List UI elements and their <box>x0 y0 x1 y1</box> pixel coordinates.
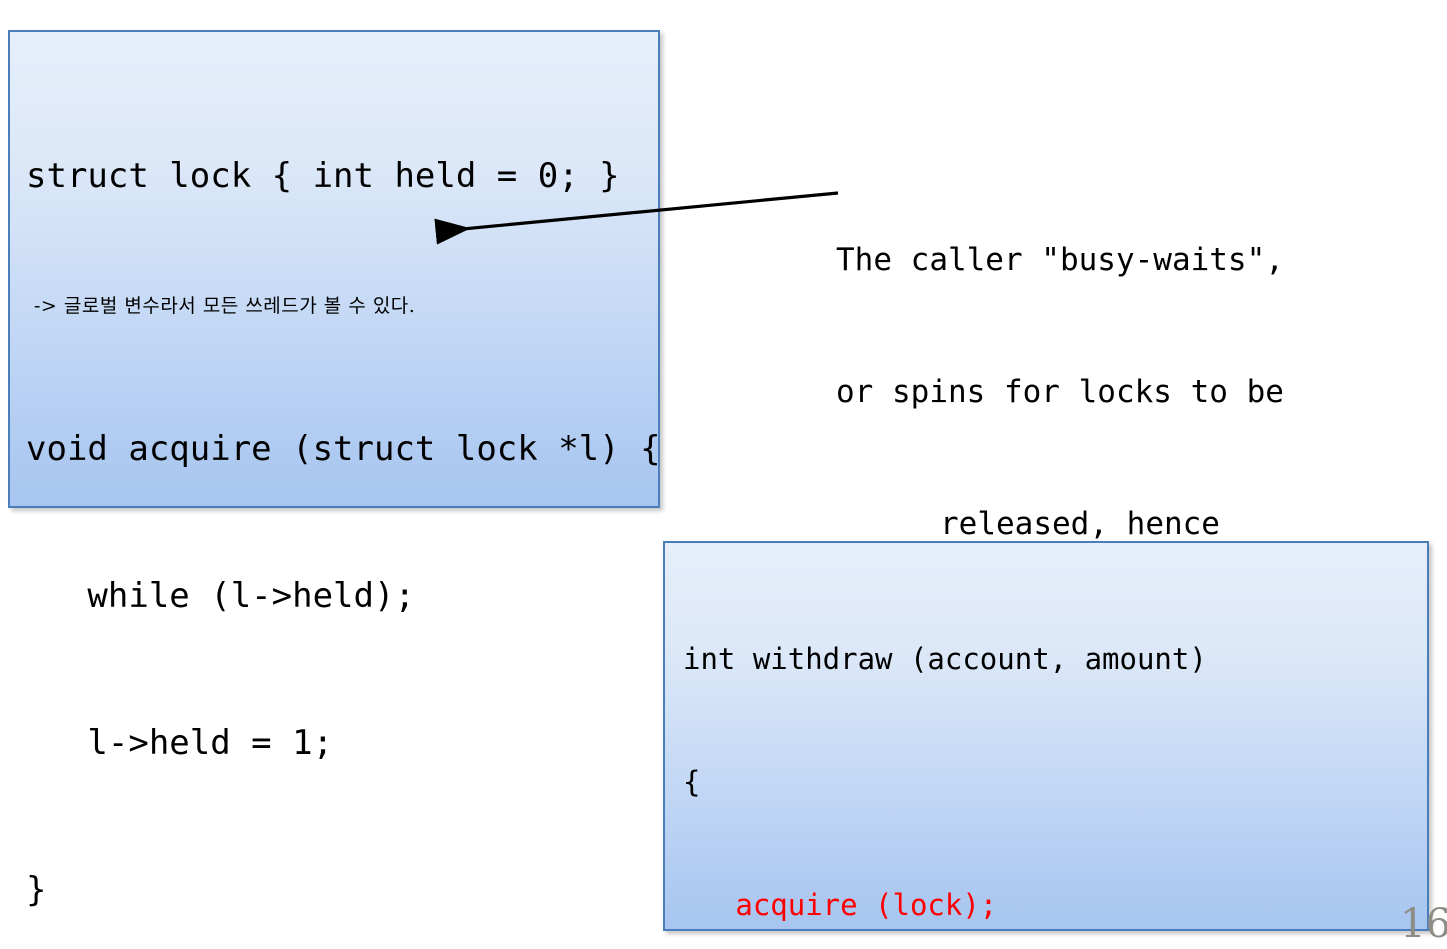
spinlock-code-text: struct lock { int held = 0; } -> 글로벌 변수라… <box>10 32 674 949</box>
korean-annotation-note: -> 글로벌 변수라서 모든 쓰레드가 볼 수 있다. <box>34 295 416 317</box>
withdraw-code-text: int withdraw (account, amount) { acquire… <box>665 543 1445 949</box>
code-line-open-brace: { <box>683 765 701 799</box>
annotation-line-2: or spins for locks to be <box>836 374 1284 410</box>
spinlock-code-box: struct lock { int held = 0; } -> 글로벌 변수라… <box>8 30 661 910</box>
code-line-withdraw-signature: int withdraw (account, amount) <box>683 642 1207 676</box>
busy-wait-annotation: The caller "busy-waits", or spins for lo… <box>830 150 1330 766</box>
code-line-acquire-lock: acquire (lock); <box>683 888 998 922</box>
code-line-acquire-signature: void acquire (struct lock *l) { <box>26 429 661 469</box>
code-line-struct-lock: struct lock { int held = 0; } <box>26 156 620 196</box>
annotation-line-3: released, hence <box>940 506 1220 542</box>
code-line-while-held: while (l->held); <box>26 576 415 616</box>
slide-number: 16 <box>1400 901 1447 947</box>
code-line-set-held-1: l->held = 1; <box>26 723 334 763</box>
pointer-arrow-icon <box>434 191 839 245</box>
annotation-line-1: The caller "busy-waits", <box>836 242 1284 278</box>
code-line-acquire-close: } <box>26 870 47 910</box>
withdraw-code-box: int withdraw (account, amount) { acquire… <box>663 541 1429 931</box>
